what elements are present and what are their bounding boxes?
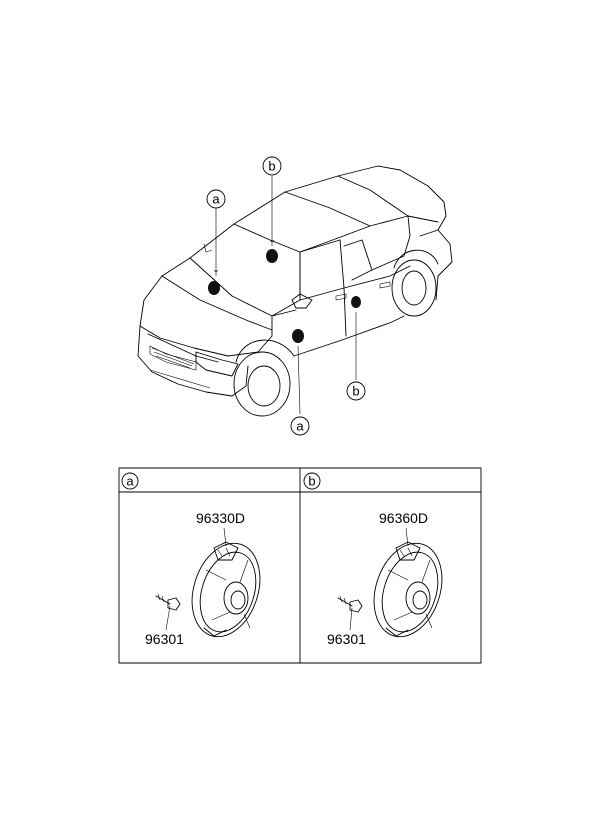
screw-part-number-b: 96301	[327, 631, 366, 647]
panel-a: a 96330D 96301	[121, 472, 261, 647]
svg-text:b: b	[308, 474, 315, 489]
speaker-b	[373, 541, 443, 638]
svg-text:b: b	[268, 159, 275, 174]
callout-b-top: b	[262, 156, 282, 176]
speaker-location-a-front	[208, 281, 220, 295]
panel-a-header: a	[121, 472, 139, 490]
screw-b	[337, 595, 363, 613]
svg-text:b: b	[352, 384, 359, 399]
speaker-part-number-a: 96330D	[196, 510, 245, 526]
screw-part-number-a: 96301	[145, 631, 184, 647]
svg-text:a: a	[212, 192, 220, 207]
screw-a	[155, 593, 181, 611]
parts-table	[118, 467, 482, 664]
speaker-location-a-door	[292, 329, 304, 343]
speaker-location-b-front	[266, 249, 278, 263]
speaker-part-number-b: 96360D	[379, 510, 428, 526]
car-illustration	[137, 165, 453, 417]
callout-a-top: a	[206, 189, 226, 209]
svg-text:a: a	[296, 419, 304, 434]
panel-b: b 96360D 96301	[303, 472, 443, 647]
callout-b-side: b	[346, 381, 366, 401]
svg-text:a: a	[126, 474, 134, 489]
speaker-location-b-door	[351, 296, 361, 308]
panel-b-header: b	[303, 472, 321, 490]
callout-a-bottom: a	[290, 416, 310, 436]
speaker-a	[191, 541, 261, 638]
